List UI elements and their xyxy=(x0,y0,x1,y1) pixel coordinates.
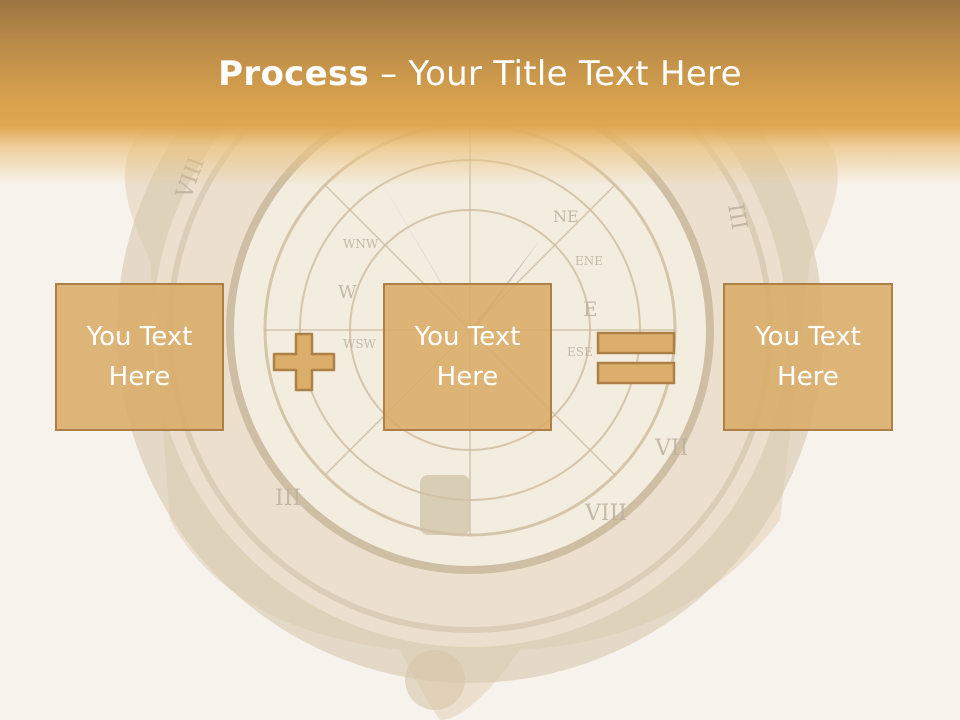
step-2-label-line2: Here xyxy=(436,362,499,392)
compass-marking-wsw: WSW xyxy=(343,337,377,351)
step-3-label-line2: Here xyxy=(777,362,839,392)
title-bold: Process xyxy=(218,54,370,94)
title-rest: Your Title Text Here xyxy=(408,54,742,94)
compass-marking-w: W xyxy=(338,282,357,303)
bezel-numeral-5: III xyxy=(722,202,751,232)
bezel-numeral-2: III xyxy=(275,486,301,511)
process-step-3-box[interactable]: You Text Here xyxy=(723,283,893,431)
step-1-label-line1: You Text xyxy=(86,322,193,352)
compass-marking-e: E xyxy=(583,297,598,321)
bezel-numeral-4: VIII xyxy=(584,501,627,526)
process-step-2-box[interactable]: You Text Here xyxy=(383,283,552,431)
plus-icon xyxy=(272,332,336,392)
title-band xyxy=(0,0,960,185)
slide-title[interactable]: Process – Your Title Text Here xyxy=(0,54,960,94)
equals-icon xyxy=(596,331,676,385)
compass-marking-ene: ENE xyxy=(575,254,603,268)
step-1-label-line2: Here xyxy=(108,362,171,392)
process-step-1-box[interactable]: You Text Here xyxy=(55,283,224,431)
title-separator: – xyxy=(369,54,409,94)
step-2-label-line1: You Text xyxy=(414,322,521,352)
compass-marking-wnw: WNW xyxy=(343,237,379,251)
bezel-numeral-3: VII xyxy=(654,436,688,461)
step-3-label-line1: You Text xyxy=(755,322,861,352)
compass-marking-ese: ESE xyxy=(567,345,593,359)
compass-marking-ne: NE xyxy=(553,207,579,226)
